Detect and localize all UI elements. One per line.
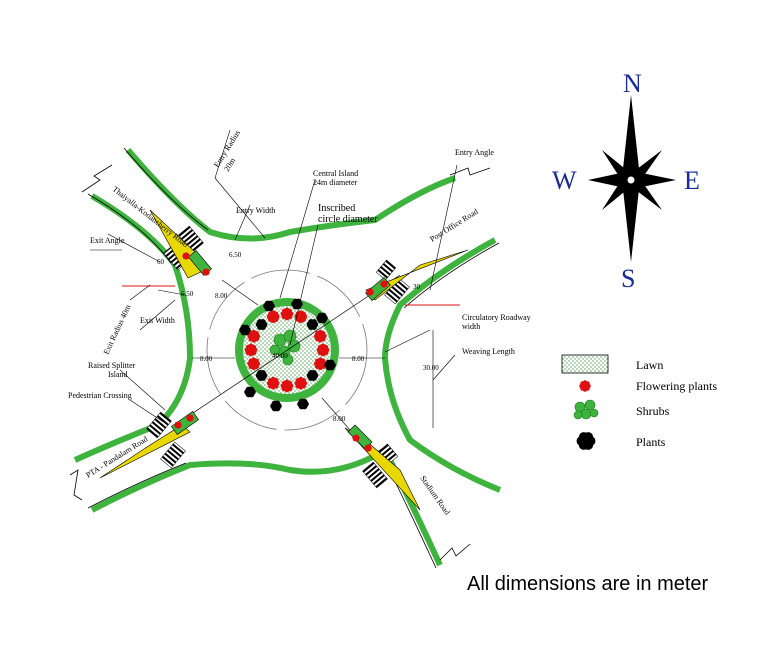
plant-mark (297, 398, 309, 410)
exit-angle-label: Exit Angle (90, 236, 125, 245)
legend-label-3: Plants (636, 435, 666, 449)
inscribed-label-1: Inscribed (318, 203, 355, 214)
exit-width-value: 6.50 (181, 290, 194, 298)
flower-mark (280, 379, 294, 393)
shrub-icon (573, 399, 599, 420)
leader-lines (90, 129, 458, 428)
diameter-value: 40.00 (272, 352, 288, 360)
compass-s: S (621, 264, 635, 293)
plant-mark (306, 319, 319, 330)
flower-mark (280, 307, 294, 321)
plant-mark (239, 324, 251, 336)
central-island-label-2: 24m diameter (313, 178, 358, 187)
plant-mark (324, 359, 336, 371)
plant-icon (576, 432, 596, 450)
flower-mark (244, 343, 258, 357)
legend-label-2: Shrubs (636, 404, 670, 418)
plant-mark (576, 432, 596, 450)
weaving-length-label: Weaving Length (462, 347, 515, 356)
width-top: 8.00 (215, 292, 228, 300)
entry-width-value: 6.50 (229, 251, 242, 259)
kerb-west (73, 264, 193, 463)
plant-mark (316, 312, 328, 324)
ped-crossing-label: Pedestrian Crossing (68, 391, 132, 400)
flower-mark (266, 376, 280, 390)
legend-label-1: Flowering plants (636, 379, 717, 393)
flower-mark (352, 434, 360, 442)
splitter-islands (99, 209, 469, 511)
flower-mark (174, 421, 182, 429)
kerb-lines (73, 148, 502, 567)
units-footer: All dimensions are in meter (467, 573, 709, 595)
exit-radius-label: Exit Radius 40m (102, 303, 133, 356)
exit-width-label: Exit Width (140, 316, 175, 325)
flower-mark (364, 444, 372, 452)
legend: Lawn Flowering plants Shrubs Plants (561, 354, 717, 450)
compass-n: N (623, 69, 642, 98)
width-bottom: 8.00 (333, 415, 346, 423)
lawn-swatch (561, 354, 609, 374)
flower-mark (202, 268, 210, 276)
entry-width-label: Entry Width (236, 206, 275, 215)
plant-mark (291, 298, 303, 310)
plant-mark (306, 370, 319, 381)
compass-rose: N S E W (552, 69, 700, 293)
weaving-value: 30.00 (423, 364, 439, 372)
inscribed-circle (206, 269, 368, 431)
road-label-se: Stadium Road (418, 474, 452, 516)
flower-mark (313, 329, 327, 343)
inscribed-label-2: circle diameter (318, 214, 378, 225)
legend-label-0: Lawn (636, 358, 663, 372)
flower-mark (266, 310, 280, 324)
kerb-east (382, 237, 502, 493)
plant-mark (270, 400, 282, 412)
central-island-label-1: Central Island (313, 169, 358, 178)
diameter-line (174, 274, 401, 426)
width-right: 8.00 (352, 355, 365, 363)
island-plant-ring (239, 298, 336, 412)
flower-mark (247, 329, 261, 343)
exit-angle-value: 60 (157, 258, 165, 266)
flower-mark (366, 288, 374, 296)
flower-mark (294, 376, 308, 390)
flower-mark (380, 280, 388, 288)
circ-roadway-label-2: width (462, 322, 480, 331)
kerb-north (125, 148, 456, 242)
circ-roadway-label-1: Circulatory Roadway (462, 313, 531, 322)
flower-mark (316, 343, 330, 357)
width-left: 8.00 (200, 355, 213, 363)
plant-mark (255, 370, 268, 381)
flower-mark (579, 380, 591, 392)
plant-mark (244, 386, 256, 398)
flower-icon (579, 380, 591, 392)
entry-angle-value: 30 (413, 283, 421, 291)
splitter-flowers (174, 252, 388, 452)
road-label-ne: Post Office Road (428, 207, 479, 244)
splitter-label-2: Island (108, 370, 128, 379)
flower-mark (294, 310, 308, 324)
flower-mark (186, 414, 194, 422)
compass-w: W (552, 166, 577, 195)
compass-e: E (684, 166, 700, 195)
flower-mark (182, 252, 190, 260)
splitter-label-1: Raised Splitter (88, 361, 136, 370)
flower-mark (247, 357, 261, 371)
plant-mark (263, 300, 275, 312)
plant-mark (255, 319, 268, 330)
entry-angle-label: Entry Angle (455, 148, 494, 157)
road-breaks (69, 164, 491, 561)
